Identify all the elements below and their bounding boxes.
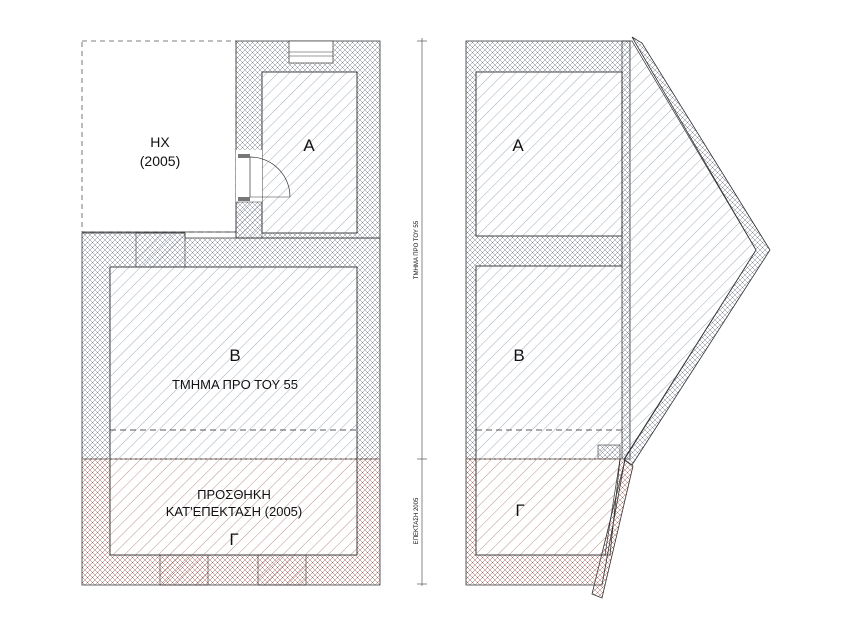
- dimension-line: ΤΜΗΜΑ ΠΡΟ ΤΟΥ 55 ΕΠΕΚΤΑΣΗ 2005: [414, 38, 427, 586]
- hx-area: [81, 40, 237, 233]
- right-room-a-label: Α: [512, 136, 524, 155]
- right-room-a-floor: [475, 71, 623, 237]
- room-g-label: Γ: [229, 530, 238, 549]
- opening-g-left: [159, 554, 209, 586]
- left-plan: ΗΧ (2005) Α Β ΤΜΗΜΑ ΠΡΟ ΤΟΥ 55 ΠΡΟΣΘΗΚΗ …: [81, 40, 381, 586]
- dimension-lower-label: ΕΠΕΚΤΑΣΗ 2005: [414, 497, 420, 544]
- hx-label: ΗΧ: [150, 134, 170, 150]
- opening-g-right: [257, 554, 307, 586]
- passage-a-b: [235, 201, 263, 239]
- dimension-upper-label: ΤΜΗΜΑ ΠΡΟ ΤΟΥ 55: [414, 220, 420, 279]
- right-room-b-label: Β: [513, 346, 524, 365]
- room-b-label: Β: [229, 346, 240, 365]
- hx-year: (2005): [140, 153, 180, 169]
- window-room-a: [288, 40, 334, 64]
- right-room-g-floor: [475, 458, 621, 556]
- room-b-note: ΤΜΗΜΑ ΠΡΟ ΤΟΥ 55: [172, 377, 298, 392]
- room-g-subtitle: ΚΑΤ'ΕΠΕΚΤΑΣΗ (2005): [166, 504, 302, 519]
- corridor-opening: [135, 232, 186, 268]
- room-a-label: Α: [303, 136, 315, 155]
- right-small-pier: [597, 444, 621, 460]
- right-room-g-label: Γ: [515, 501, 524, 520]
- door-room-a: [236, 150, 291, 202]
- room-g-title: ΠΡΟΣΘΗΚΗ: [197, 487, 271, 502]
- right-plan: Α Β Γ: [465, 36, 771, 599]
- room-b-floor: [109, 266, 358, 460]
